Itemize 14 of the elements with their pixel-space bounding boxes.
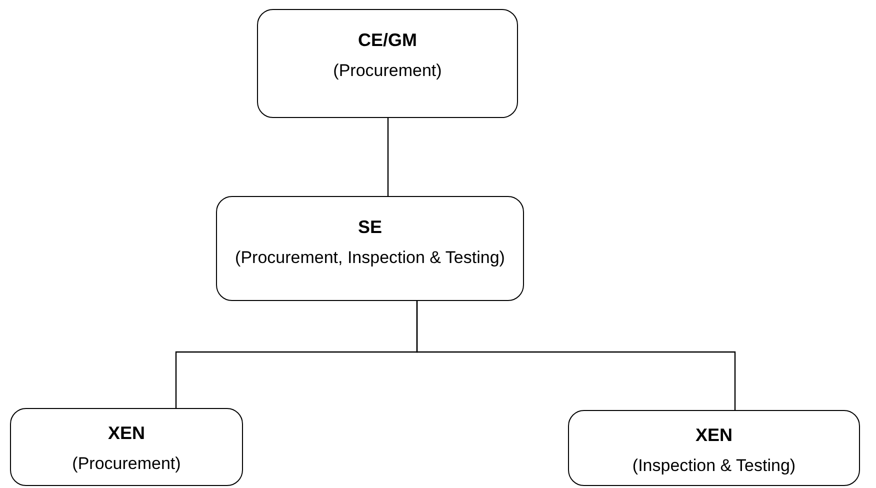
connector-line (387, 118, 389, 196)
role-title: CE/GM (358, 30, 417, 51)
role-subtitle: (Procurement) (333, 61, 442, 81)
role-subtitle: (Procurement) (72, 454, 181, 474)
role-box (10, 408, 243, 486)
connector-line (416, 301, 736, 410)
role-box (568, 410, 860, 486)
role-subtitle: (Inspection & Testing) (632, 456, 796, 476)
role-title: XEN (108, 423, 145, 444)
role-title: XEN (695, 425, 732, 446)
role-box (216, 196, 524, 301)
role-title: SE (358, 217, 382, 238)
role-box (257, 9, 518, 118)
role-subtitle: (Procurement, Inspection & Testing) (235, 248, 505, 268)
